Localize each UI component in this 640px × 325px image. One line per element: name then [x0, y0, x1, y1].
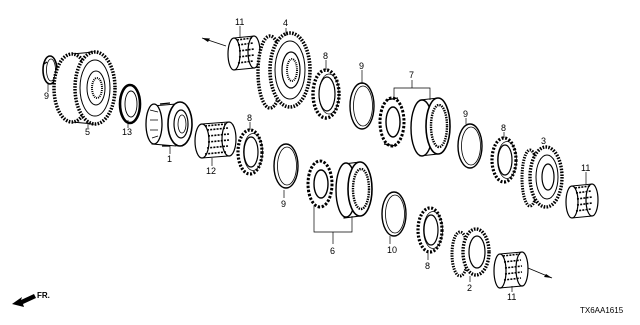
callout-5: 5 — [85, 127, 90, 137]
part-synchro-sleeve-6[interactable] — [335, 161, 373, 219]
callout-13: 13 — [122, 127, 132, 137]
part-ring-9-right[interactable] — [457, 123, 483, 169]
axis-arrow-right — [527, 267, 553, 279]
part-needle-bearing-11-right[interactable] — [565, 183, 599, 219]
part-synchro-ring-8-right[interactable] — [490, 136, 518, 184]
callout-8-right: 8 — [501, 123, 506, 133]
callout-4: 4 — [283, 18, 288, 28]
front-direction-indicator: FR. — [12, 291, 50, 307]
callout-3: 3 — [541, 136, 546, 146]
part-synchro-hub-7[interactable] — [378, 96, 406, 148]
part-synchro-ring-8-lower-center[interactable] — [416, 206, 444, 254]
part-hub-1[interactable] — [145, 101, 193, 147]
part-ring-9-upper[interactable] — [349, 82, 375, 130]
axis-arrow-left — [201, 37, 227, 47]
part-needle-bearing-11-top[interactable] — [227, 35, 261, 71]
callout-8-lower-center: 8 — [425, 261, 430, 271]
part-ring-9-lower-left[interactable] — [273, 143, 299, 189]
callout-11-bottom: 11 — [507, 292, 516, 302]
callout-labels: 9 5 13 1 12 11 4 8 9 7 9 8 3 11 8 9 6 10… — [44, 17, 590, 302]
part-synchro-hub-6[interactable] — [306, 159, 334, 209]
leader-lines — [47, 26, 587, 292]
callout-9-lower-center: 10 — [387, 245, 397, 255]
front-arrow-icon — [12, 294, 36, 307]
callout-10: 9 — [44, 91, 49, 101]
callout-6: 6 — [330, 246, 335, 256]
part-synchro-ring-8-lower-left[interactable] — [236, 128, 264, 176]
part-needle-bearing-11-bottom[interactable] — [493, 251, 529, 289]
callout-9-right: 9 — [463, 109, 468, 119]
part-gear-5[interactable] — [52, 50, 117, 126]
callout-8-lower-left: 8 — [247, 113, 252, 123]
part-ring-9-lower-center[interactable] — [381, 191, 407, 237]
callout-11-right: 11 — [581, 163, 590, 173]
callout-11-top: 11 — [235, 17, 244, 27]
part-synchro-sleeve-7[interactable] — [410, 97, 451, 157]
front-label: FR. — [37, 291, 50, 300]
part-needle-bearing-12[interactable] — [194, 121, 237, 159]
diagram-code: TX6AA1615 — [580, 306, 624, 315]
callout-9-upper: 9 — [359, 61, 364, 71]
callout-8-upper: 8 — [323, 51, 328, 61]
callout-1: 1 — [167, 154, 172, 164]
part-gear-2[interactable] — [450, 227, 491, 278]
callout-12: 12 — [206, 166, 216, 176]
callout-2: 2 — [467, 283, 472, 293]
part-gear-3[interactable] — [520, 145, 564, 209]
part-washer-13[interactable] — [118, 83, 142, 125]
part-synchro-ring-8-upper[interactable] — [311, 68, 341, 120]
callout-7: 7 — [409, 70, 414, 80]
callout-9-lower-left: 9 — [281, 199, 286, 209]
part-gear-4[interactable] — [256, 31, 312, 110]
